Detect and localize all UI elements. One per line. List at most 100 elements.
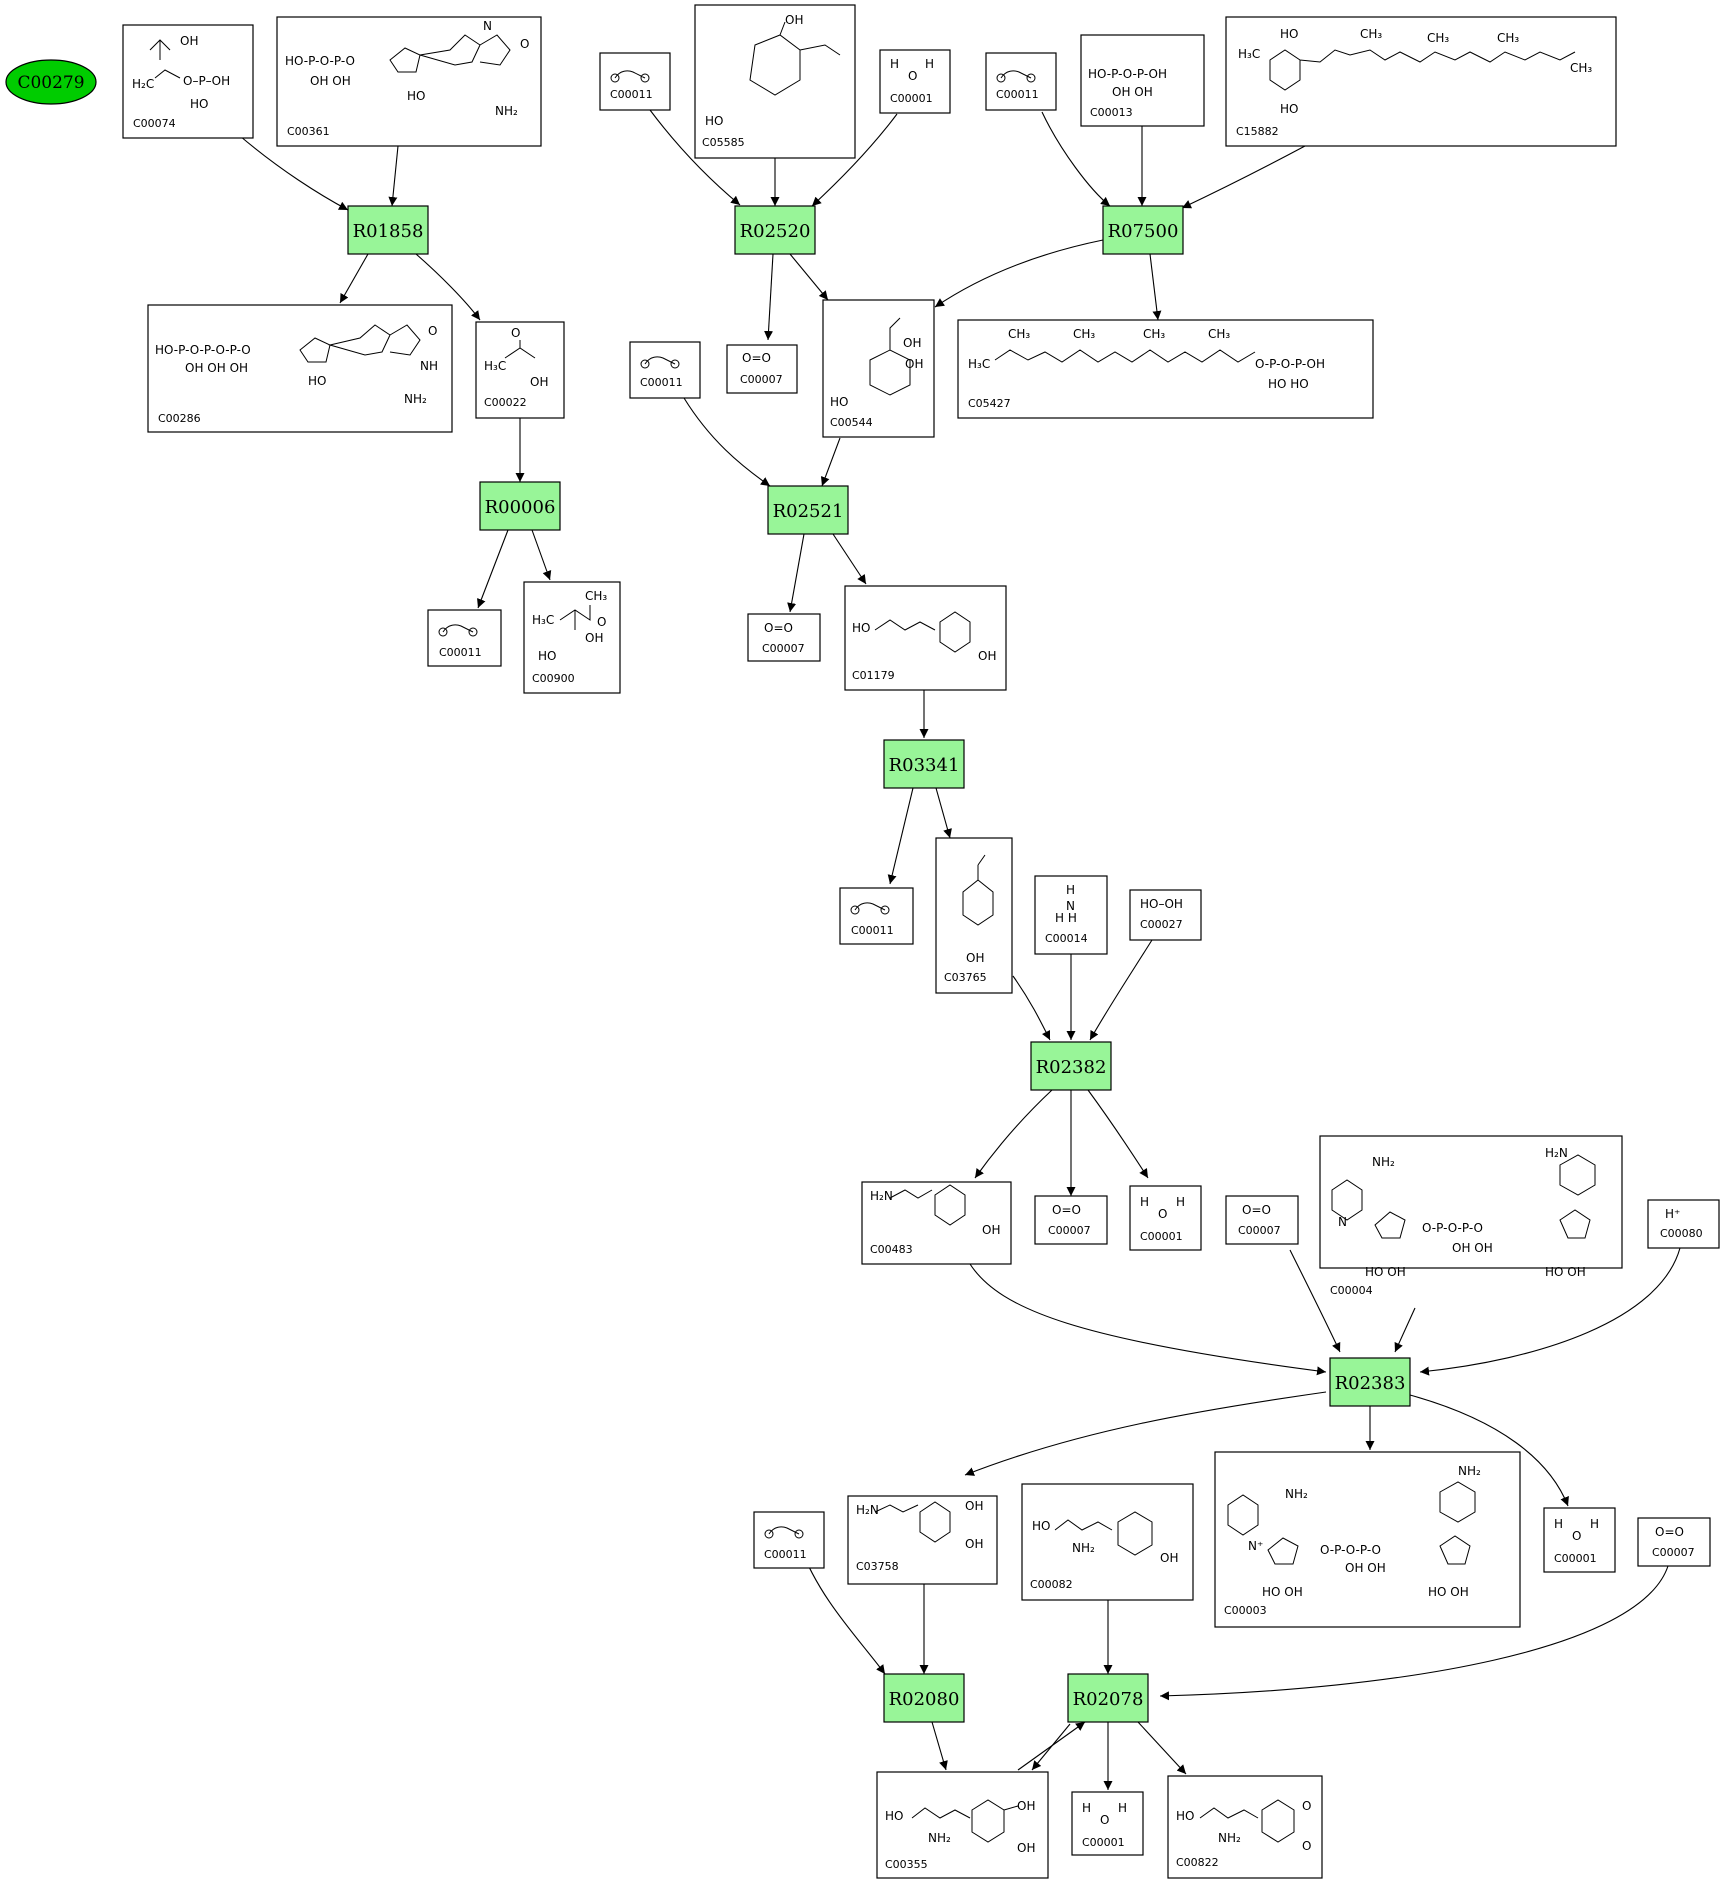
edge <box>649 109 741 206</box>
structure-label: H₃C <box>1238 47 1260 61</box>
compound-node[interactable]: C00011 <box>599 52 671 111</box>
compound-node[interactable]: NH₂ NH₂ N⁺ O-P-O-P-O OH OH HO OH HO OH C… <box>1214 1451 1521 1628</box>
compound-node[interactable]: HO–OH C00027 <box>1129 889 1202 941</box>
reaction-node[interactable]: R02080 <box>883 1673 965 1723</box>
compound-node[interactable]: HO CH₃ H₃C CH₃ CH₃ CH₃ HO C15882 <box>1225 16 1617 147</box>
compound-id: C00007 <box>762 642 805 655</box>
reaction-node[interactable]: R02078 <box>1067 1673 1149 1723</box>
compound-node[interactable]: O=O C00007 <box>747 613 821 662</box>
reaction-node[interactable]: R00006 <box>479 481 561 531</box>
compound-node[interactable]: CH₃ CH₃ CH₃ CH₃ H₃C O-P-O-P-OH HO HO C05… <box>957 319 1374 419</box>
compound-node[interactable]: C00011 <box>753 1511 825 1569</box>
compound-box <box>822 299 935 438</box>
structure-label: OH <box>982 1223 1000 1237</box>
reaction-node[interactable]: R02521 <box>767 485 849 535</box>
structure-label: H <box>1066 883 1075 897</box>
structure-label: OH <box>180 34 198 48</box>
structure-label: O=O <box>1655 1525 1684 1539</box>
structure-label: HO <box>885 1809 903 1823</box>
compound-node[interactable]: H O H C00001 <box>1071 1791 1144 1856</box>
structure-label: HO-P-O-P-OH <box>1088 67 1167 81</box>
reaction-node[interactable]: R07500 <box>1102 205 1184 255</box>
start-node[interactable]: C00279 <box>5 59 97 105</box>
compound-id: C00074 <box>133 117 176 130</box>
reaction-node[interactable]: R02383 <box>1329 1357 1411 1407</box>
compound-box <box>726 344 798 394</box>
structure-label: HO-P-O-P-O-P-O <box>155 343 251 357</box>
compound-id: C00082 <box>1030 1578 1073 1591</box>
compound-node[interactable]: HO-P-O-P-O-P-O OH OH OH HO NH₂ NH O C002… <box>147 304 453 433</box>
compound-node[interactable]: O=O C00007 <box>1637 1517 1711 1567</box>
compound-node[interactable]: CH₃ H₃C O OH HO C00900 <box>523 581 621 694</box>
compound-node[interactable]: C00011 <box>427 609 502 667</box>
structure-label: O-P-O-P-OH <box>1255 357 1325 371</box>
structure-bonds <box>994 349 1256 363</box>
compound-node[interactable]: C00011 <box>839 887 914 945</box>
compound-id: C00001 <box>1554 1552 1597 1565</box>
reaction-node[interactable]: R01858 <box>347 205 429 255</box>
structure-label: H <box>1176 1195 1185 1209</box>
compound-id: C00361 <box>287 125 330 138</box>
compound-node[interactable]: HO NH₂ O O C00822 <box>1167 1775 1323 1879</box>
reaction-node[interactable]: R02520 <box>734 205 816 255</box>
structure-label: N <box>1066 899 1075 913</box>
reaction-node[interactable]: R03341 <box>883 739 965 789</box>
compound-node[interactable]: OH H₂C O–P–OH HO C00074 <box>122 24 254 139</box>
structure-label: OH <box>903 336 921 350</box>
compound-node[interactable]: O H₃C OH C00022 <box>475 321 565 419</box>
compound-node[interactable]: OH OH HO C00544 <box>822 299 935 438</box>
compound-node[interactable]: H₂N OH OH C03758 <box>847 1495 998 1585</box>
compound-node[interactable]: O=O C00007 <box>1225 1195 1299 1245</box>
compound-id: C00003 <box>1224 1604 1267 1617</box>
compound-box <box>276 16 542 147</box>
compound-node[interactable]: O=O C00007 <box>1034 1195 1108 1245</box>
structure-bonds <box>874 1501 951 1543</box>
compound-box <box>876 1771 1049 1879</box>
compound-id: C15882 <box>1236 125 1279 138</box>
compound-node[interactable]: HO NH₂ OH C00082 <box>1021 1483 1194 1601</box>
structure-bonds <box>610 70 650 83</box>
compound-box <box>122 24 254 139</box>
structure-label: HO <box>308 374 326 388</box>
reaction-node[interactable]: R02382 <box>1030 1041 1112 1091</box>
structure-label: O <box>511 326 520 340</box>
compound-node[interactable]: NH₂ H₂N N O-P-O-P-O OH OH HO OH HO OH C0… <box>1319 1135 1623 1297</box>
compound-node[interactable]: OH C03765 <box>935 837 1013 994</box>
structure-bonds <box>869 317 911 396</box>
structure-bonds <box>640 356 680 369</box>
structure-bonds <box>911 1799 1019 1843</box>
compound-node[interactable]: C00011 <box>985 52 1057 111</box>
compound-node[interactable]: HO-P-O-P-OH OH OH C00013 <box>1080 34 1205 127</box>
compound-node[interactable]: HO NH₂ OH OH C00355 <box>876 1771 1049 1879</box>
edge <box>935 787 952 839</box>
structure-bonds <box>389 34 511 73</box>
start-node-shape <box>5 59 97 105</box>
compound-node[interactable]: C00011 <box>629 341 701 399</box>
compound-node[interactable]: H O H C00001 <box>1543 1507 1616 1573</box>
compound-node[interactable]: H₂N OH C00483 <box>861 1181 1012 1265</box>
structure-label: NH <box>420 359 438 373</box>
compound-node[interactable]: H N H H C00014 <box>1034 875 1108 955</box>
compound-id: C00011 <box>439 646 482 659</box>
compound-node[interactable]: OH HO C05585 <box>694 4 856 159</box>
edge <box>388 145 399 207</box>
compound-id: C00011 <box>640 376 683 389</box>
compound-node[interactable]: H⁺ C00080 <box>1647 1199 1720 1249</box>
reaction-label: R00006 <box>485 497 556 518</box>
reaction-box <box>1329 1357 1411 1407</box>
structure-label: HO <box>852 621 870 635</box>
compound-node[interactable]: O=O C00007 <box>726 344 798 394</box>
structure-label: HO <box>1176 1809 1194 1823</box>
structure-label: OH <box>965 1537 983 1551</box>
compound-node[interactable]: HO-P-O-P-O OH OH HO NH₂ O N C00361 <box>276 16 542 147</box>
structure-bonds <box>850 902 890 915</box>
compound-node[interactable]: H O H C00001 <box>1129 1185 1202 1251</box>
compound-node[interactable]: H O H C00001 <box>879 49 951 114</box>
structure-label: HO <box>538 649 556 663</box>
structure-bonds <box>299 324 421 363</box>
structure-bonds <box>438 624 478 637</box>
compound-id: C00001 <box>1140 1230 1183 1243</box>
compound-box <box>1080 34 1205 127</box>
compound-box <box>753 1511 825 1569</box>
compound-node[interactable]: HO OH C01179 <box>844 585 1007 691</box>
